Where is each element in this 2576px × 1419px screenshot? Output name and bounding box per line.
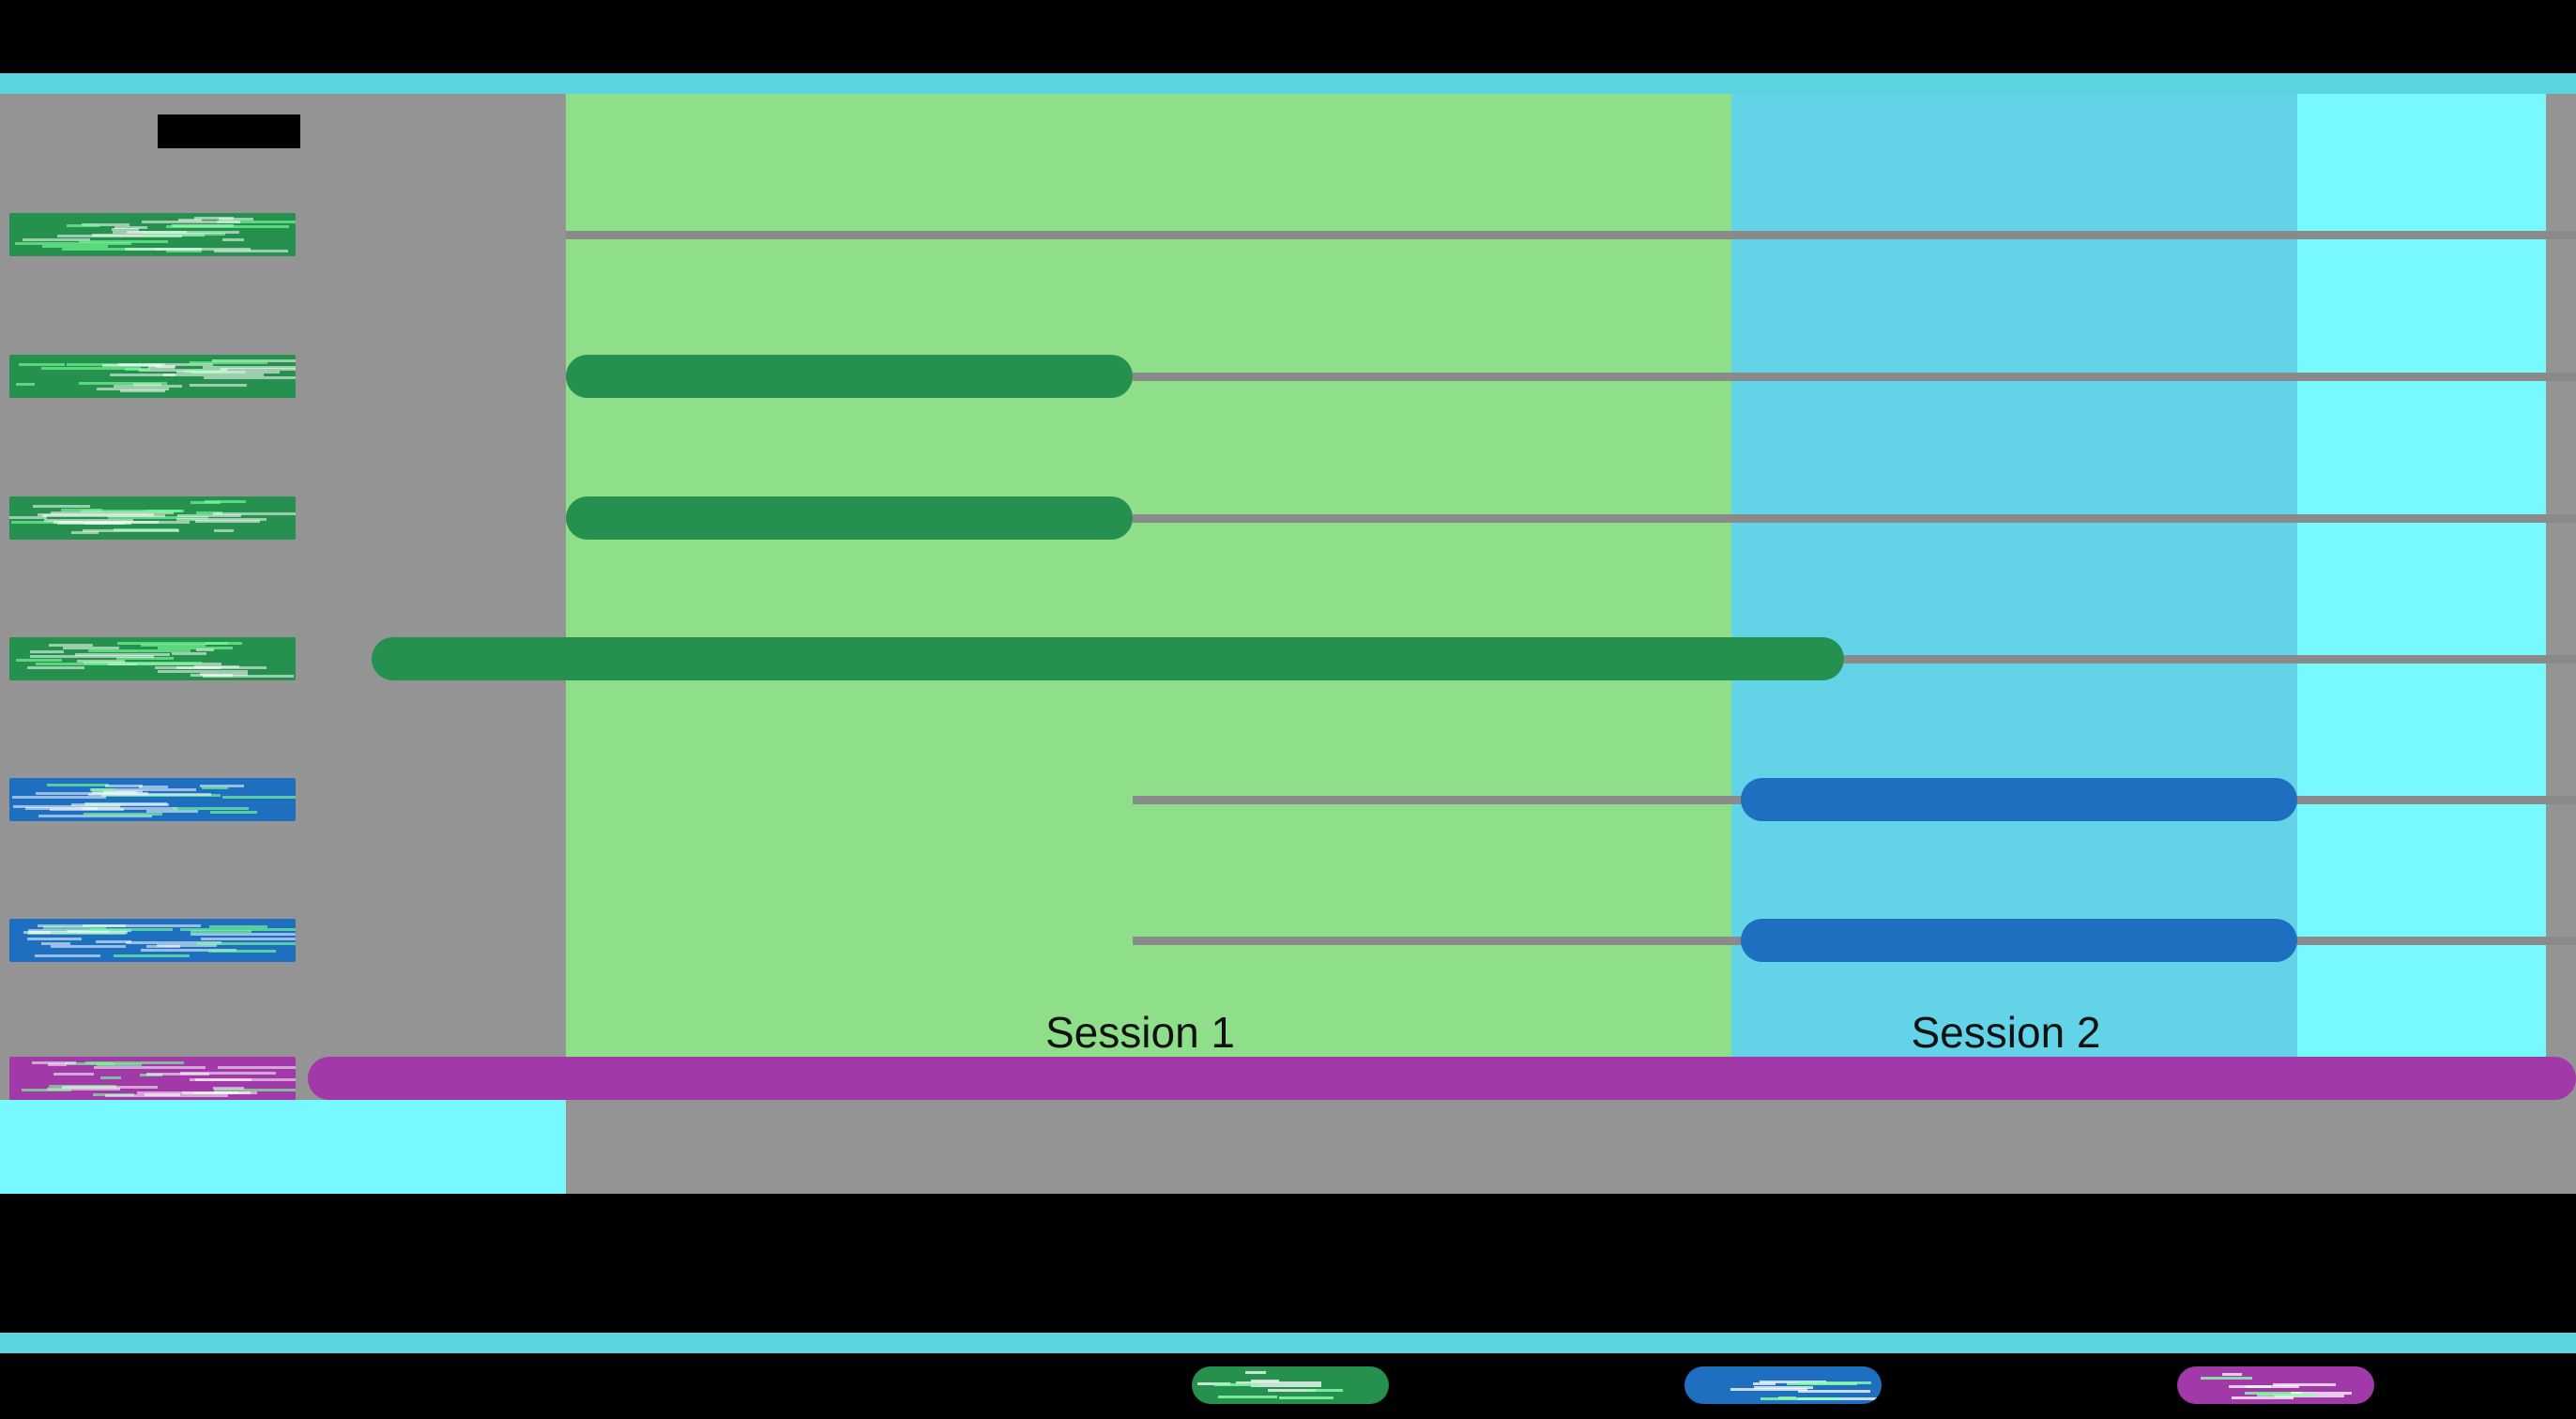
legend-swatch-blue (1684, 1366, 1882, 1404)
top-accent-rule (0, 73, 2576, 94)
session-caption-2: Session 2 (1912, 1007, 2101, 1058)
right-gutter (2546, 94, 2576, 1100)
legend-item-2[interactable] (1684, 1366, 1886, 1404)
session-caption-1: Session 1 (1045, 1007, 1235, 1058)
legend-swatch-green (1192, 1366, 1389, 1404)
task-bar-5[interactable] (1741, 778, 2297, 821)
task-bar-4[interactable] (372, 637, 1844, 680)
y-axis-label-7 (9, 1057, 296, 1100)
y-axis-label-4 (9, 637, 296, 680)
task-bar-7[interactable] (308, 1057, 2576, 1100)
legend-swatch-magenta (2177, 1366, 2374, 1404)
y-axis-label-2 (9, 355, 296, 398)
legend-item-3[interactable] (2177, 1366, 2379, 1404)
legend-accent-rule (0, 1333, 2576, 1353)
task-bar-2[interactable] (566, 355, 1133, 398)
legend-item-1[interactable] (1192, 1366, 1394, 1404)
task-bar-3[interactable] (566, 496, 1133, 540)
task-bar-6[interactable] (1741, 919, 2297, 962)
top-black-bar (0, 0, 2576, 73)
y-axis-label-3 (9, 496, 296, 540)
session-band-3 (2297, 94, 2546, 1100)
chart-legend (0, 1333, 2576, 1419)
chart-title-redacted (158, 114, 300, 148)
gridline-row-2 (1133, 373, 2576, 381)
session-band-1 (566, 94, 1731, 1100)
gridline-row-1 (566, 231, 2576, 239)
y-axis-label-1 (9, 213, 296, 256)
y-axis-label-5 (9, 778, 296, 821)
y-axis-label-6 (9, 919, 296, 962)
gridline-row-4 (1844, 655, 2576, 664)
gutter-bottom-accent (0, 1100, 566, 1194)
chart-plot-area: Session 1 Session 2 (0, 94, 2576, 1194)
gridline-row-3 (1133, 514, 2576, 523)
